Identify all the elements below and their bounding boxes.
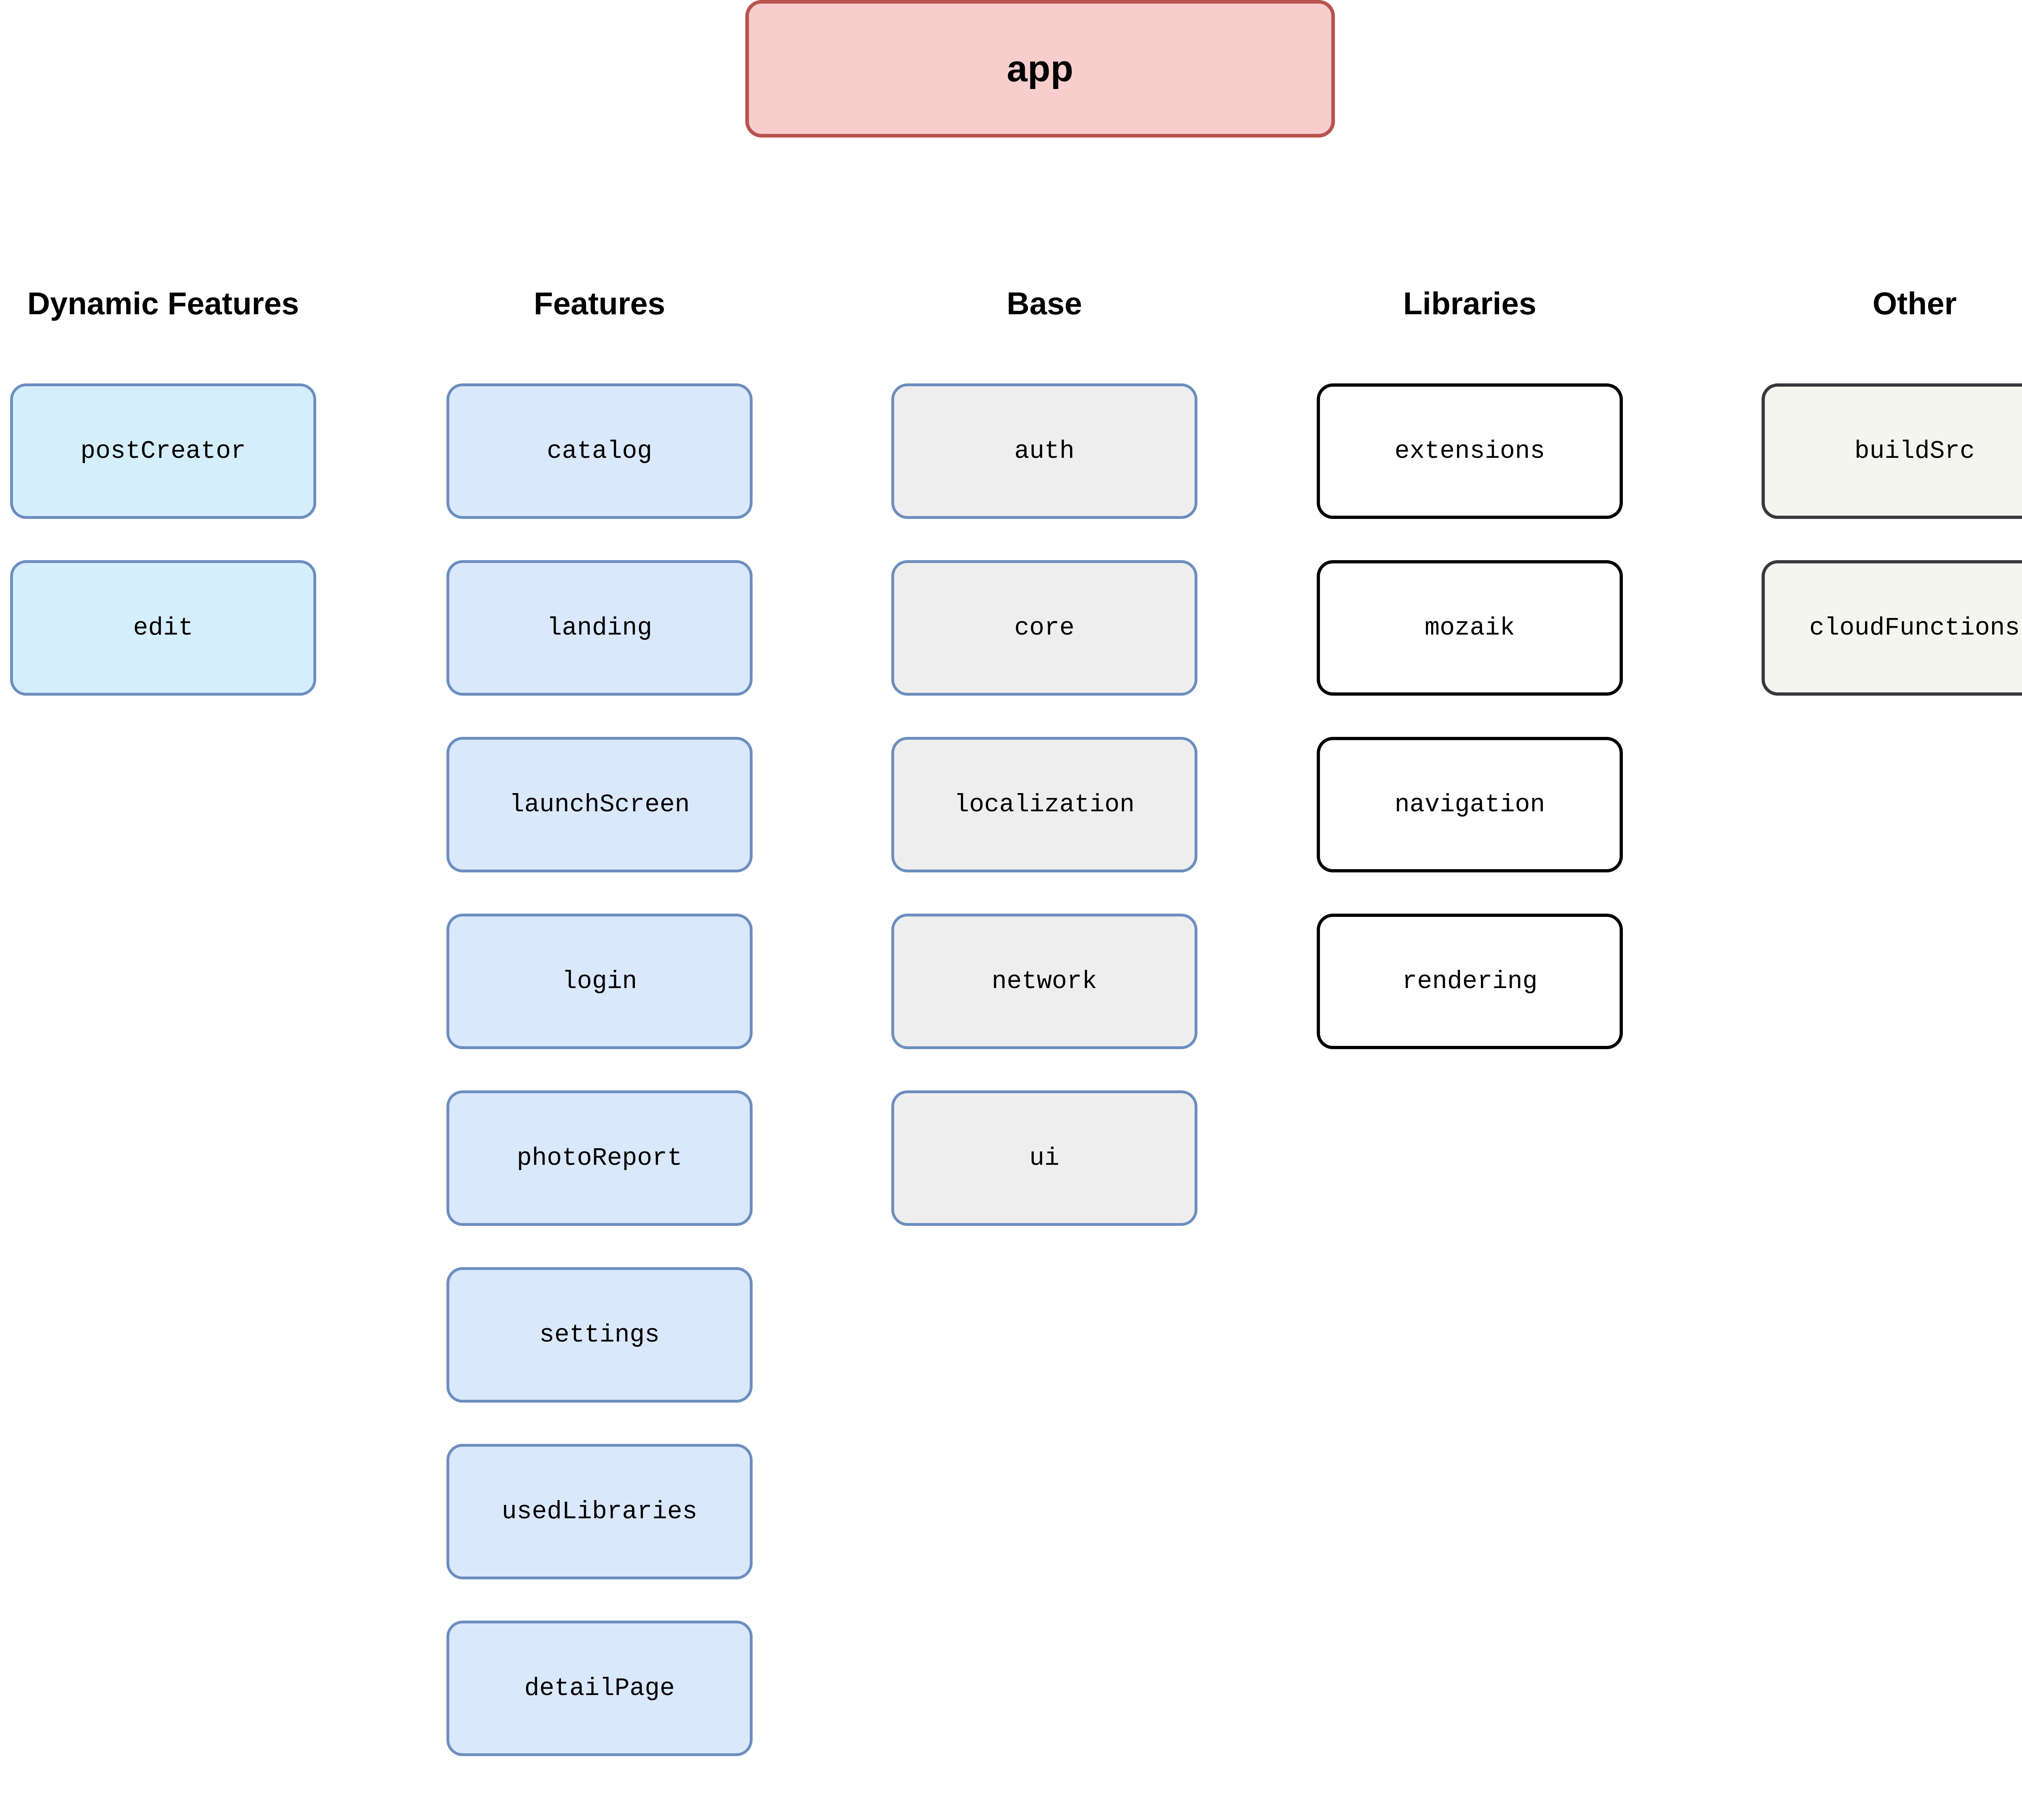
column-header-features: Features: [533, 286, 666, 321]
column-header-libraries: Libraries: [1403, 286, 1537, 321]
column-libraries: Libraries extensions mozaik navigation r…: [1317, 283, 1623, 1090]
column-body-base: auth core localization network ui: [891, 383, 1197, 1226]
node-app-label: app: [1007, 48, 1074, 89]
node-network[interactable]: network: [891, 914, 1197, 1049]
column-base: Base auth core localization network ui: [891, 283, 1197, 1267]
column-header-dynamic-features: Dynamic Features: [27, 286, 299, 321]
node-launchscreen-label: launchScreen: [509, 790, 690, 819]
node-mozaik-label: mozaik: [1424, 613, 1515, 642]
column-header-other: Other: [1872, 286, 1957, 321]
node-edit[interactable]: edit: [10, 560, 316, 696]
node-mozaik[interactable]: mozaik: [1317, 560, 1623, 696]
node-auth-label: auth: [1014, 436, 1074, 466]
node-postcreator-label: postCreator: [80, 436, 246, 466]
node-cloudfunctions-label: cloudFunctions: [1809, 613, 2020, 642]
node-extensions[interactable]: extensions: [1317, 383, 1623, 519]
node-postcreator[interactable]: postCreator: [10, 383, 316, 519]
column-body-other: buildSrc cloudFunctions: [1762, 383, 2022, 696]
node-photoreport[interactable]: photoReport: [446, 1090, 753, 1226]
node-login[interactable]: login: [446, 914, 753, 1049]
column-other: Other buildSrc cloudFunctions: [1762, 283, 2022, 737]
node-launchscreen[interactable]: launchScreen: [446, 737, 753, 872]
node-settings[interactable]: settings: [446, 1267, 753, 1403]
node-ui[interactable]: ui: [891, 1090, 1197, 1226]
node-navigation-label: navigation: [1394, 790, 1545, 819]
column-dynamic-features: Dynamic Features postCreator edit: [10, 283, 316, 737]
column-features: Features catalog landing launchScreen lo…: [446, 283, 753, 1797]
node-landing[interactable]: landing: [446, 560, 753, 696]
node-localization[interactable]: localization: [891, 737, 1197, 872]
column-header-base: Base: [1007, 286, 1082, 321]
node-app[interactable]: app: [745, 0, 1335, 138]
node-landing-label: landing: [547, 613, 652, 642]
column-body-libraries: extensions mozaik navigation rendering: [1317, 383, 1623, 1049]
node-auth[interactable]: auth: [891, 383, 1197, 519]
node-buildsrc-label: buildSrc: [1854, 436, 1975, 466]
node-core[interactable]: core: [891, 560, 1197, 696]
node-rendering-label: rendering: [1402, 967, 1538, 996]
node-detailpage[interactable]: detailPage: [446, 1621, 753, 1756]
node-navigation[interactable]: navigation: [1317, 737, 1623, 872]
node-cloudfunctions[interactable]: cloudFunctions: [1762, 560, 2022, 696]
node-extensions-label: extensions: [1394, 436, 1545, 466]
node-edit-label: edit: [133, 613, 193, 642]
node-buildsrc[interactable]: buildSrc: [1762, 383, 2022, 519]
node-ui-label: ui: [1029, 1143, 1060, 1172]
node-usedlibraries[interactable]: usedLibraries: [446, 1444, 753, 1579]
node-catalog[interactable]: catalog: [446, 383, 753, 519]
column-body-dynamic-features: postCreator edit: [10, 383, 316, 696]
node-login-label: login: [562, 967, 637, 996]
node-usedlibraries-label: usedLibraries: [501, 1497, 698, 1526]
node-core-label: core: [1014, 613, 1074, 642]
node-detailpage-label: detailPage: [524, 1674, 675, 1703]
node-rendering[interactable]: rendering: [1317, 914, 1623, 1049]
node-network-label: network: [992, 967, 1097, 996]
node-settings-label: settings: [539, 1320, 660, 1349]
node-catalog-label: catalog: [547, 436, 652, 466]
column-body-features: catalog landing launchScreen login photo…: [446, 383, 753, 1756]
node-localization-label: localization: [954, 790, 1135, 819]
node-photoreport-label: photoReport: [516, 1143, 683, 1172]
